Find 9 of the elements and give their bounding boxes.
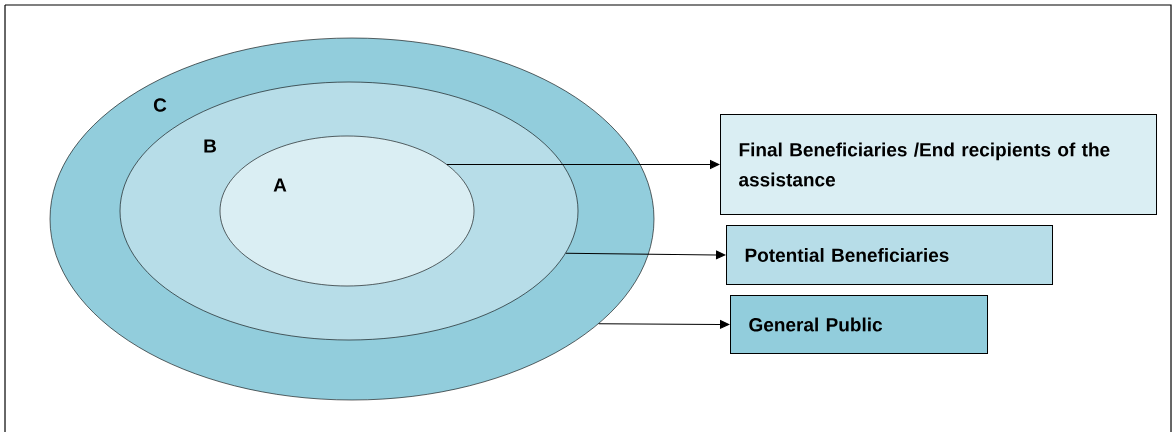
label-box: Final Beneficiaries /End recipients of the assistance bbox=[720, 114, 1157, 215]
region-letter: A bbox=[273, 178, 287, 192]
arrow bbox=[598, 320, 730, 329]
region-letter: B bbox=[204, 139, 216, 153]
label-box: Potential Beneficiaries bbox=[726, 225, 1053, 285]
label-box: General Public bbox=[730, 295, 988, 354]
arrow bbox=[446, 160, 720, 169]
region-letter: C bbox=[153, 98, 167, 112]
arrow bbox=[565, 250, 726, 260]
